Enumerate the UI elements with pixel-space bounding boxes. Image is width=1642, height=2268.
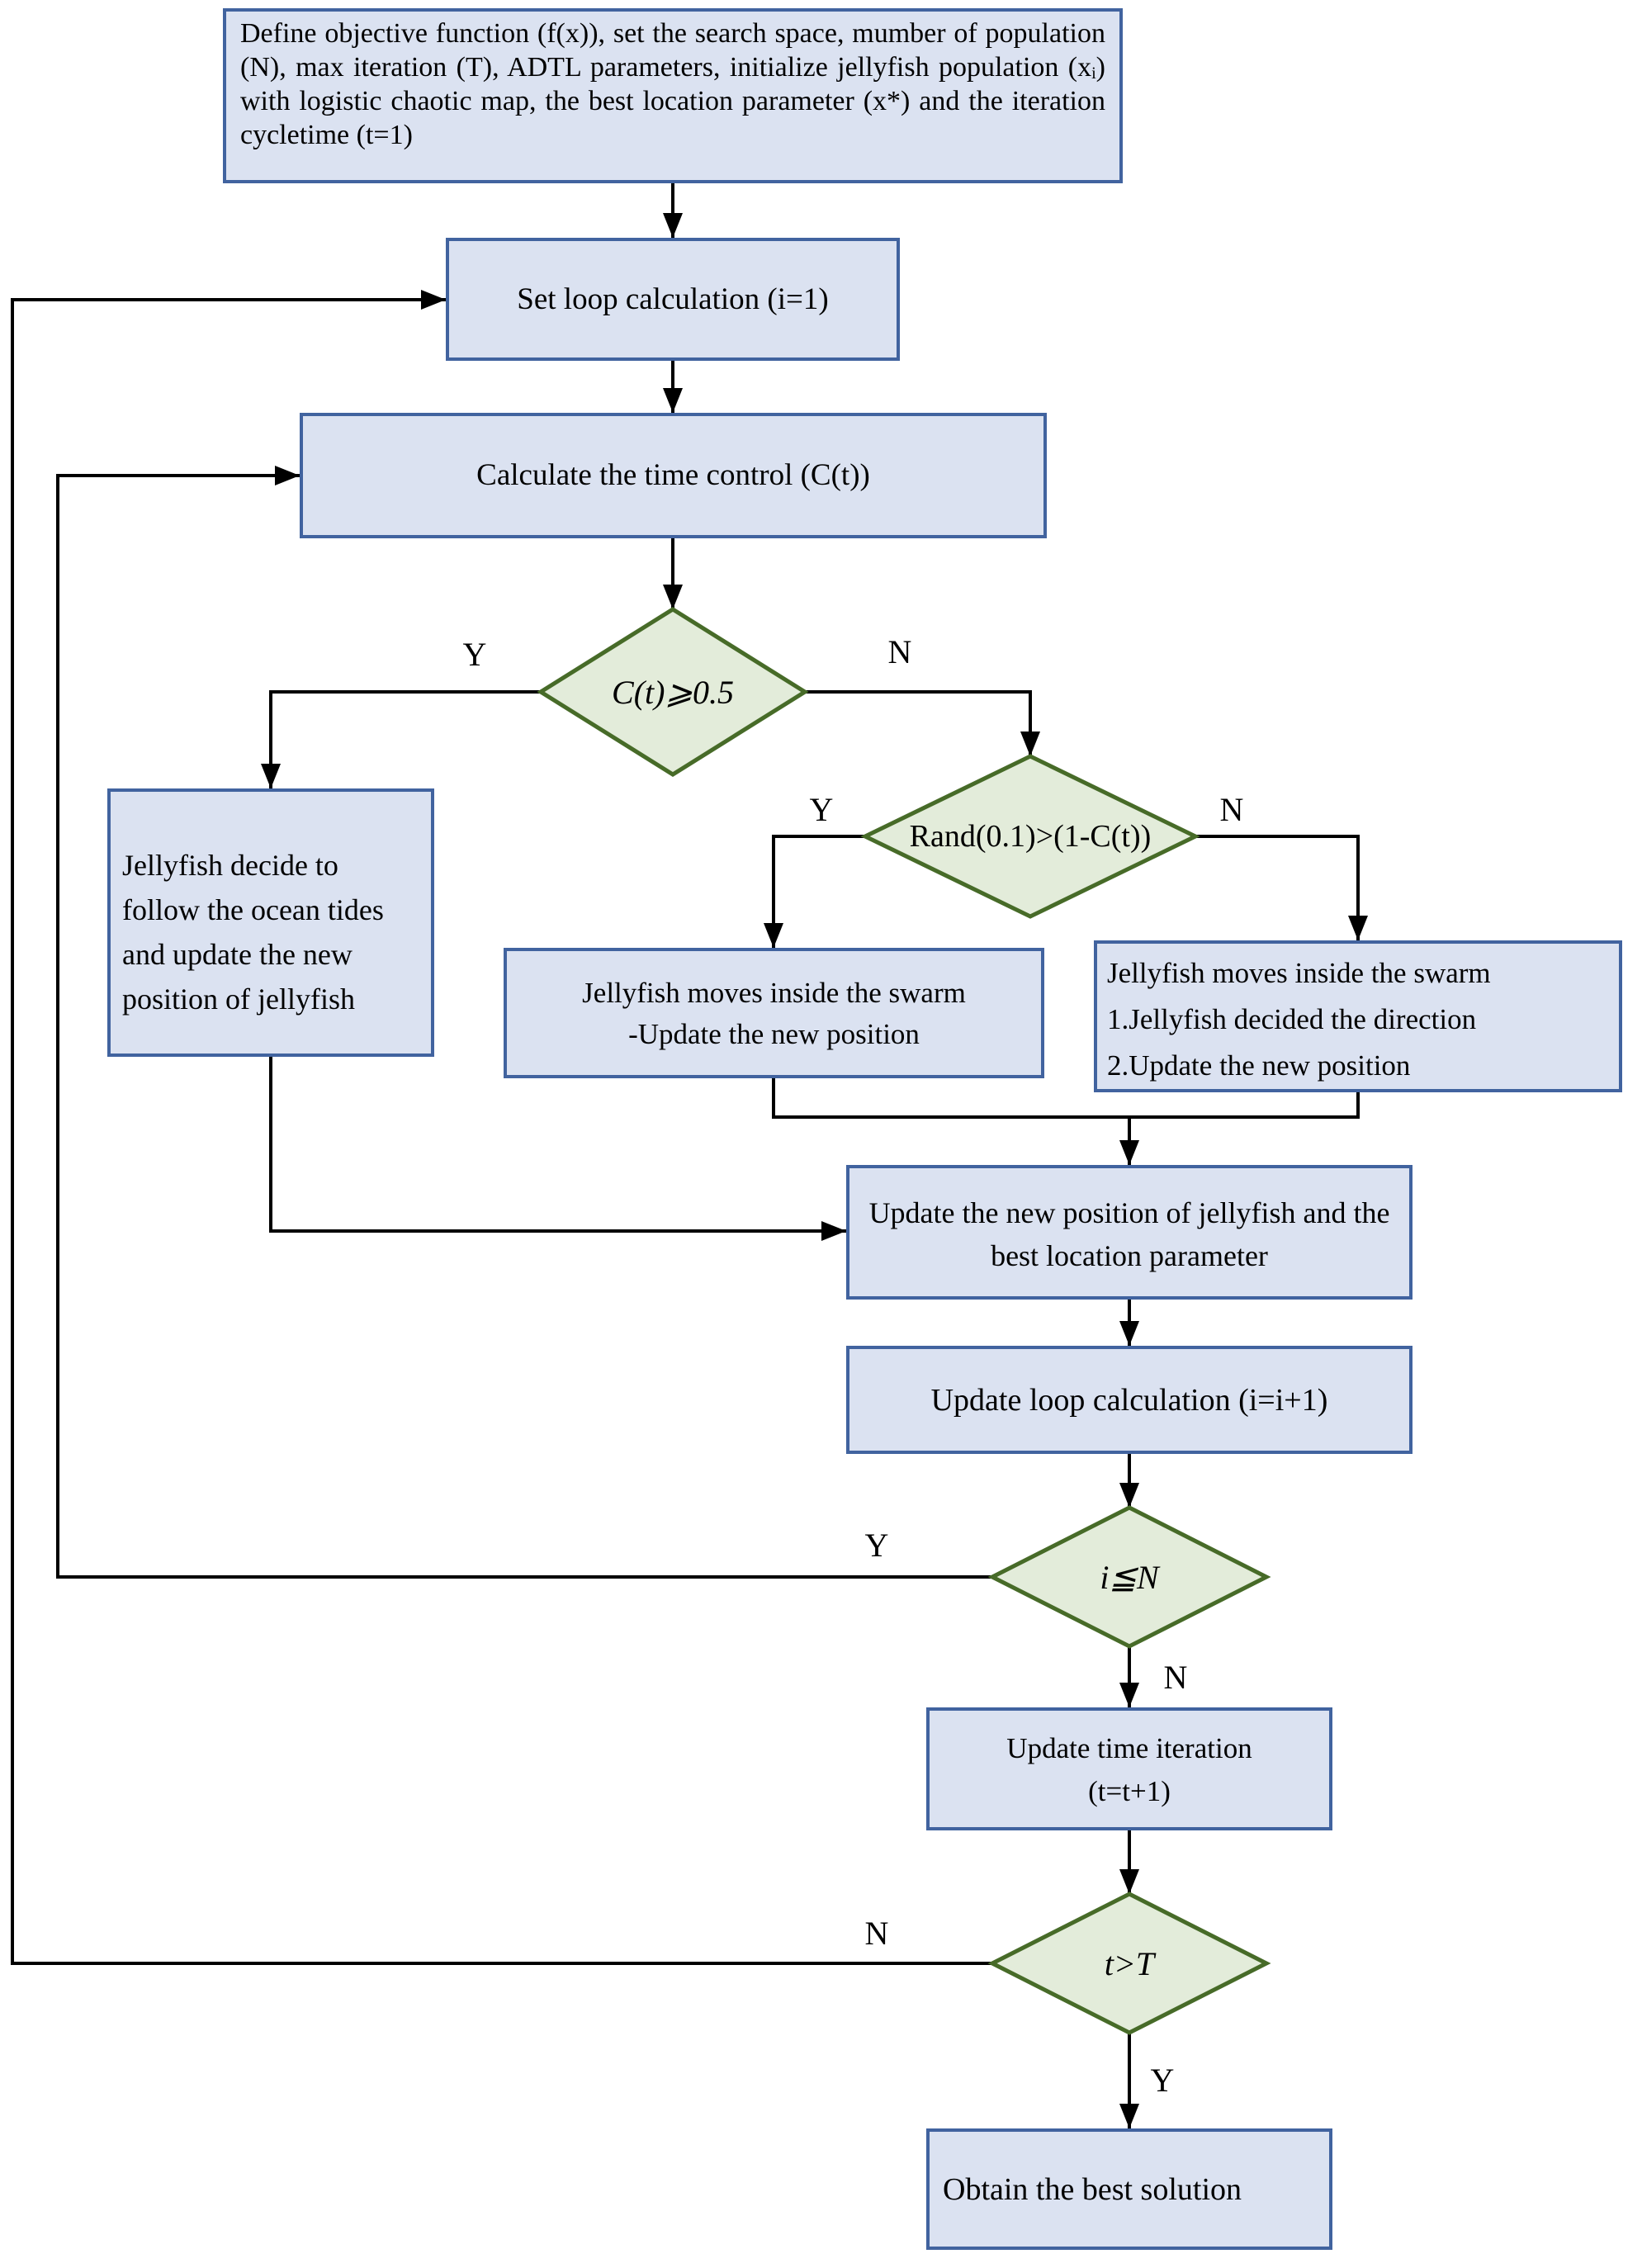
- node-swarm-passive-motion: Jellyfish moves inside the swarm -Update…: [504, 948, 1044, 1078]
- decision-i-n-label: i≦N: [1100, 1558, 1159, 1596]
- node-update-position: Update the new position of jellyfish and…: [846, 1165, 1412, 1300]
- arrow-decision-rand-yes-to-swarm-passive: [764, 835, 865, 948]
- node-swarm-active-line1: Jellyfish moves inside the swarm: [1107, 957, 1491, 989]
- line-swarm-passive-merge: [772, 1078, 1129, 1119]
- branch-label-d3-no: N: [1163, 1659, 1188, 1696]
- line-swarm-active-merge: [1129, 1092, 1360, 1119]
- arrow-decision-time-yes-to-follow-tides: [261, 690, 541, 788]
- decision-time-control-shape: [537, 607, 809, 777]
- node-update-time-line1: Update time iteration: [1006, 1732, 1252, 1764]
- arrow-decision-t-no-loopback-set-loop: [11, 290, 992, 1965]
- branch-label-d1-no: N: [887, 633, 912, 670]
- decision-i-n-shape: [987, 1505, 1271, 1649]
- decision-t-T-shape: [987, 1892, 1271, 2035]
- arrow-decision-rand-no-to-swarm-active: [1195, 835, 1368, 940]
- node-obtain-best-solution: Obtain the best solution: [926, 2128, 1332, 2250]
- node-swarm-active-line2: 1.Jellyfish decided the direction: [1107, 1003, 1477, 1035]
- node-update-loop-label: Update loop calculation (i=i+1): [930, 1382, 1328, 1418]
- node-set-loop-calculation: Set loop calculation (i=1): [446, 238, 900, 361]
- branch-label-d2-no: N: [1219, 791, 1244, 828]
- decision-time-control-label: C(t)⩾0.5: [612, 673, 734, 711]
- node-swarm-active-motion: Jellyfish moves inside the swarm 1.Jelly…: [1094, 940, 1622, 1092]
- decision-rand-shape: [860, 754, 1200, 919]
- node-calculate-time-control: Calculate the time control (C(t)): [300, 413, 1047, 538]
- node-obtain-label: Obtain the best solution: [943, 2171, 1242, 2207]
- branch-label-d1-yes: Y: [462, 636, 487, 673]
- branch-label-d4-yes: Y: [1150, 2062, 1175, 2099]
- node-update-time-line2: (t=t+1): [1088, 1775, 1171, 1807]
- branch-label-d2-yes: Y: [809, 791, 834, 828]
- arrow-decision-i-yes-loopback-calc-time: [56, 466, 992, 1579]
- node-update-loop-calculation: Update loop calculation (i=i+1): [846, 1346, 1412, 1454]
- arrow-follow-tides-to-update-position: [269, 1057, 846, 1241]
- branch-label-d4-no: N: [864, 1915, 889, 1952]
- branch-label-d3-yes: Y: [864, 1527, 889, 1564]
- decision-t-T-label: t>T: [1104, 1944, 1155, 1982]
- node-swarm-passive-line1: Jellyfish moves inside the swarm: [582, 977, 966, 1009]
- node-update-time-iteration: Update time iteration (t=t+1): [926, 1707, 1332, 1830]
- node-follow-ocean-tides: Jellyfish decide to follow the ocean tid…: [107, 788, 434, 1057]
- node-initialization: Define objective function (f(x)), set th…: [223, 8, 1123, 183]
- node-swarm-passive-line2: -Update the new position: [628, 1018, 920, 1050]
- decision-rand-label: Rand(0.1)>(1-C(t)): [909, 819, 1152, 854]
- node-calc-time-label: Calculate the time control (C(t)): [476, 458, 870, 492]
- node-swarm-active-line3: 2.Update the new position: [1107, 1049, 1411, 1082]
- arrow-decision-time-no-to-decision-rand: [805, 690, 1040, 756]
- node-set-loop-label: Set loop calculation (i=1): [517, 282, 829, 316]
